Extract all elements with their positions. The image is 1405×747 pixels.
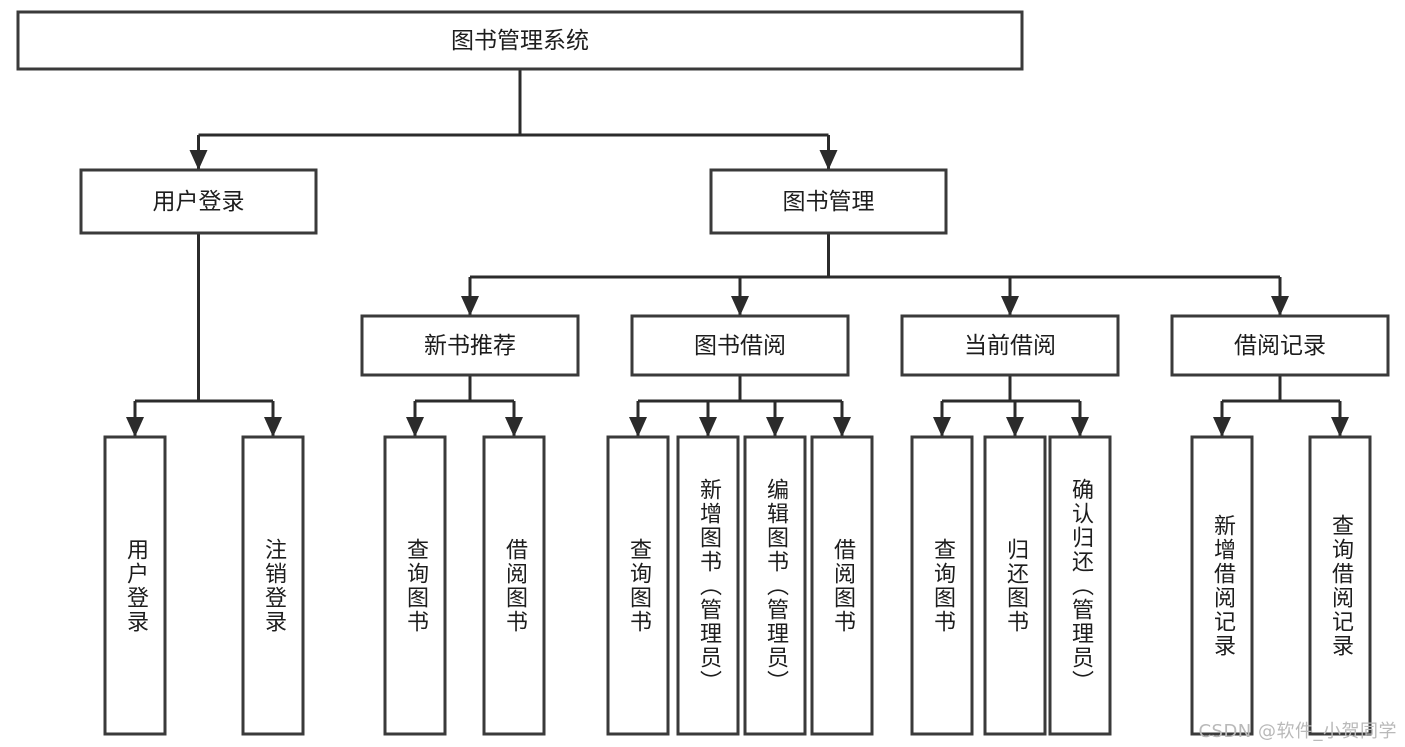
node-level3-0[interactable]: [360, 314, 580, 377]
node-leaf-3[interactable]: [482, 435, 546, 736]
connector-layer: [126, 69, 1349, 437]
node-leaf-6[interactable]: [743, 435, 807, 736]
node-level3-label: 借阅记录: [1234, 333, 1326, 359]
arrow-head-leaf: [833, 417, 851, 437]
arrow-head-leaf: [1213, 417, 1231, 437]
node-leaf-12[interactable]: [1308, 435, 1372, 736]
node-leaf-7[interactable]: [810, 435, 874, 736]
node-level3-1[interactable]: [630, 314, 850, 377]
node-leaf-2[interactable]: [383, 435, 447, 736]
node-leaf-4[interactable]: [606, 435, 670, 736]
arrow-head-level3: [1271, 296, 1289, 316]
node-root-label: 图书管理系统: [451, 28, 589, 54]
arrow-head-leaf: [505, 417, 523, 437]
arrow-head-leaf: [629, 417, 647, 437]
arrow-head-level2: [819, 150, 838, 170]
node-level3-label: 当前借阅: [964, 333, 1056, 359]
node-level2-label: 图书管理: [783, 189, 875, 215]
node-level3-label: 新书推荐: [424, 333, 516, 359]
arrow-head-leaf: [1071, 417, 1089, 437]
node-leaf-9[interactable]: [983, 435, 1047, 736]
node-leaf-1[interactable]: [241, 435, 305, 736]
arrow-head-leaf: [1006, 417, 1024, 437]
csdn-watermark: CSDN @软件_小贺同学: [1198, 721, 1397, 742]
arrow-head-leaf: [766, 417, 784, 437]
arrow-head-leaf: [264, 417, 282, 437]
node-level3-3[interactable]: [1170, 314, 1390, 377]
node-level3-2[interactable]: [900, 314, 1120, 377]
node-box-layer: [16, 10, 1390, 736]
node-level2-label: 用户登录: [153, 189, 245, 215]
arrow-head-level3: [1001, 296, 1019, 316]
arrow-head-leaf: [126, 417, 144, 437]
node-leaf-5[interactable]: [676, 435, 740, 736]
arrow-head-level2: [189, 150, 208, 170]
node-leaf-10[interactable]: [1048, 435, 1112, 736]
arrow-head-level3: [731, 296, 749, 316]
arrow-head-leaf: [1331, 417, 1349, 437]
arrow-head-leaf: [699, 417, 717, 437]
arrow-head-leaf: [406, 417, 424, 437]
node-leaf-0[interactable]: [103, 435, 167, 736]
node-root-node-e59bbee4b9a6e7aea1e79086e7b3bbe7bb9f[interactable]: [16, 10, 1024, 71]
node-level3-label: 图书借阅: [694, 333, 786, 359]
arrow-head-leaf: [933, 417, 951, 437]
node-leaf-8[interactable]: [910, 435, 974, 736]
node-level2-user-login[interactable]: [79, 168, 318, 235]
node-level2-book-management[interactable]: [709, 168, 948, 235]
node-leaf-11[interactable]: [1190, 435, 1254, 736]
arrow-head-level3: [461, 296, 479, 316]
